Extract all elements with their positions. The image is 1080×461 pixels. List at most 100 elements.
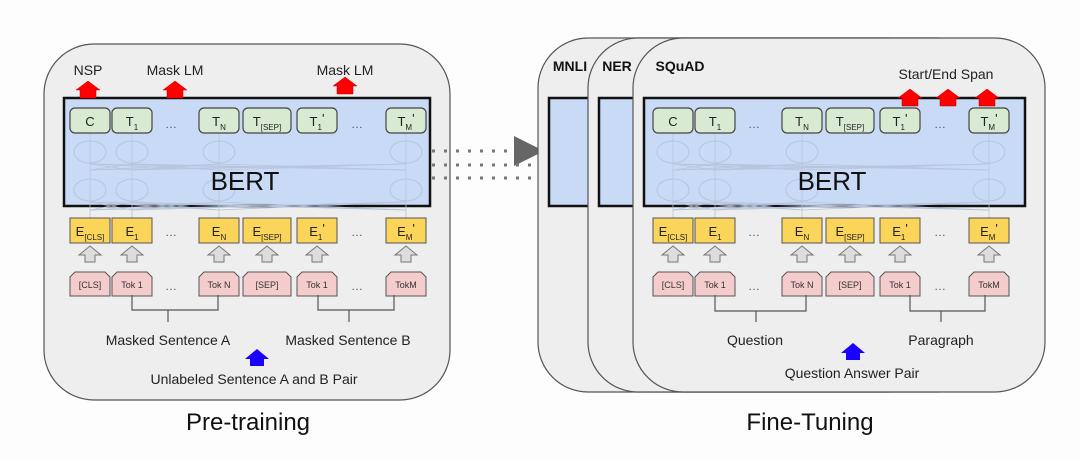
pretraining-output-ellipsis: … — [165, 117, 177, 131]
pretraining-embedding-ellipsis: … — [165, 225, 177, 239]
pretraining-output-label: T1' — [310, 111, 325, 132]
pretraining-embedding-ellipsis: … — [351, 225, 363, 239]
finetuning-token-label: Tok 1 — [704, 280, 726, 290]
finetuning-output-label: T1' — [893, 111, 908, 132]
pretraining-embedding-label: E1 — [125, 224, 139, 242]
pretraining-embedding-label: E[SEP] — [252, 224, 281, 242]
paragraph-label: Paragraph — [908, 332, 973, 348]
finetuning-embedding-label: E1' — [892, 221, 908, 242]
squad-label: SQuAD — [656, 58, 705, 74]
finetuning-token-box — [781, 271, 823, 297]
pretraining-embedding-label: E[CLS] — [76, 224, 105, 242]
pretraining-input-arrow-icon — [206, 245, 232, 263]
pretraining-output-ellipsis: … — [351, 117, 363, 131]
pretraining-input-arrow-icon — [77, 245, 103, 263]
span-head-label: Start/End Span — [899, 66, 994, 82]
finetuning-bert-label: BERT — [798, 166, 867, 196]
finetuning-embedding-label: E[CLS] — [659, 224, 688, 242]
pretraining-embedding-label: EN — [212, 224, 227, 242]
paragraph-bracket — [909, 295, 986, 322]
finetuning-title: Fine-Tuning — [746, 409, 873, 436]
finetuning-embedding-label: EM' — [980, 221, 998, 242]
pretraining-token-box — [385, 271, 427, 297]
pretraining-network — [73, 133, 423, 218]
pretraining-output-label: T1 — [126, 114, 139, 132]
finetuning-token-ellipsis: … — [934, 279, 946, 293]
network-link — [89, 201, 133, 211]
finetuning-output-label: C — [668, 114, 677, 129]
finetuning-embedding-box — [781, 217, 823, 244]
finetuning-token-box — [825, 271, 875, 297]
network-link — [672, 201, 803, 211]
mask-lm-head-label-1: Mask LM — [147, 62, 204, 78]
pretraining-output-box — [111, 107, 153, 134]
mask-lm-arrow-icon-2 — [332, 76, 358, 95]
pretraining-output-box — [198, 107, 240, 134]
finetuning-output-box — [879, 107, 921, 134]
network-link — [218, 163, 407, 171]
pretraining-token-label: TokM — [395, 280, 417, 290]
pretraining-token-box — [242, 271, 292, 297]
nsp-arrow-icon — [75, 80, 101, 99]
network-link — [131, 201, 407, 211]
mask-lm-arrow-icon-1 — [162, 80, 188, 99]
network-link — [218, 201, 407, 211]
finetuning-input-arrow-icon — [841, 343, 865, 360]
pretraining-output-box — [69, 107, 111, 134]
question-bracket — [714, 295, 807, 322]
network-link — [672, 163, 716, 171]
pretraining-output-label: T[SEP] — [253, 114, 281, 132]
finetuning-token-label: TokM — [978, 280, 1000, 290]
finetuning-token-box — [652, 271, 694, 297]
squad-task-card — [632, 37, 1046, 393]
pretraining-output-box — [242, 107, 292, 134]
finetuning-embedding-label: E[SEP] — [835, 224, 864, 242]
network-link — [672, 163, 803, 171]
finetuning-embedding-label: EN — [795, 224, 810, 242]
span-arrow-icon-2 — [935, 88, 961, 107]
finetuning-input-arrow-icon — [976, 245, 1002, 263]
pretraining-token-ellipsis: … — [165, 279, 177, 293]
finetuning-output-box — [694, 107, 736, 134]
pretraining-input-arrow-icon — [393, 245, 419, 263]
pretraining-input-arrow-icon — [119, 245, 145, 263]
finetuning-panel: MNLI NER SQuAD BERT CE[CLS][CLS]T1E1Tok … — [537, 37, 1046, 436]
network-link — [801, 163, 990, 171]
pretraining-token-label: Tok N — [207, 280, 230, 290]
mask-lm-head-label-2: Mask LM — [317, 62, 374, 78]
segment-a-bracket — [131, 295, 219, 322]
finetuning-output-box — [652, 107, 694, 134]
question-label: Question — [727, 332, 783, 348]
pretraining-output-label: TM' — [397, 111, 414, 132]
pretraining-token-box — [111, 271, 153, 297]
pretraining-embedding-box — [296, 217, 338, 244]
pretraining-input-label: Unlabeled Sentence A and B Pair — [150, 371, 357, 387]
network-link — [672, 201, 716, 211]
network-link — [89, 163, 220, 171]
pretraining-token-label: Tok 1 — [121, 280, 143, 290]
pretraining-token-box — [69, 271, 111, 297]
pretraining-input-arrow-icon — [304, 245, 330, 263]
finetuning-input-label: Question Answer Pair — [785, 365, 920, 381]
finetuning-embedding-box — [825, 217, 875, 244]
network-link — [714, 163, 990, 171]
finetuning-embedding-box — [968, 217, 1010, 244]
pretraining-title: Pre-training — [186, 409, 310, 436]
network-link — [801, 201, 990, 211]
finetuning-output-label: TN — [795, 114, 809, 132]
pretraining-embedding-box — [242, 217, 292, 244]
finetuning-token-box — [694, 271, 736, 297]
finetuning-token-ellipsis: … — [748, 279, 760, 293]
nsp-head-label: NSP — [74, 62, 103, 78]
finetuning-token-label: Tok N — [790, 280, 813, 290]
finetuning-output-label: T1 — [709, 114, 722, 132]
pretraining-embedding-label: EM' — [397, 221, 415, 242]
pretraining-output-box — [385, 107, 427, 134]
finetuning-output-box — [825, 107, 875, 134]
pretraining-input-arrow-icon — [245, 349, 269, 366]
pretraining-embedding-box — [198, 217, 240, 244]
finetuning-output-ellipsis: … — [748, 117, 760, 131]
